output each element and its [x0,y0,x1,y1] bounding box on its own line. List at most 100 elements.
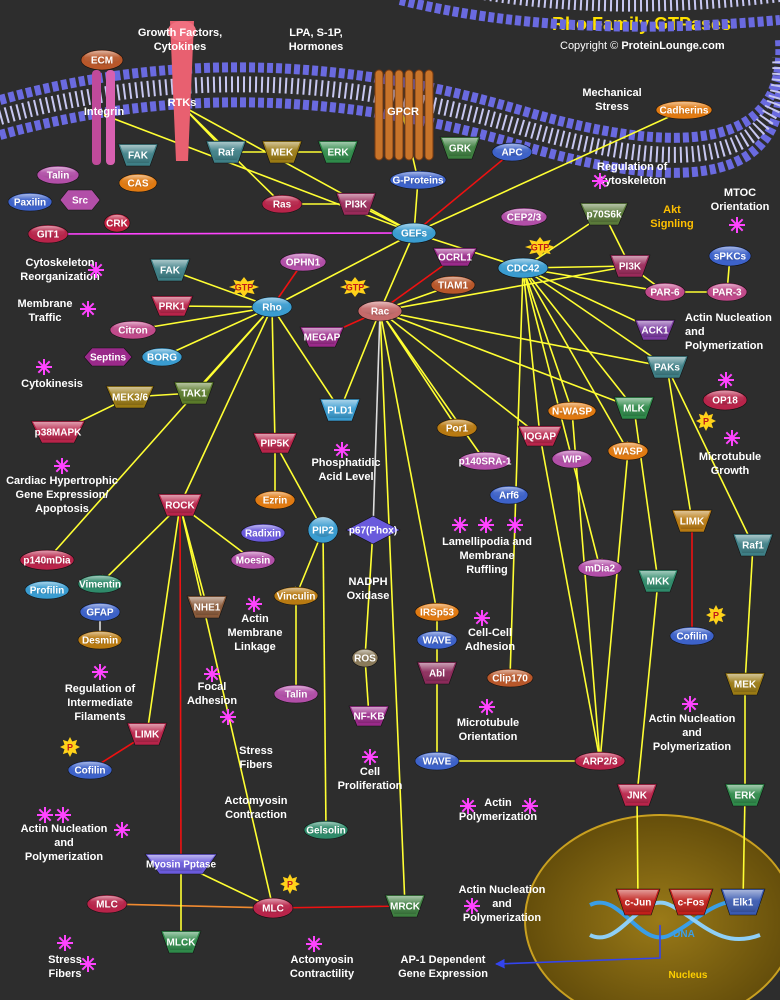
label-talin-mid: Talin [285,690,308,701]
edge-cdc42-to-ack1 [522,267,656,331]
outcome-line: Intermediate [67,697,132,709]
label-cep23: CEP2/3 [507,213,542,224]
node-p67phox: p67(Phox) [345,515,401,545]
outcome-line: Membrane [17,298,72,310]
edge-wasp-to-arp23 [595,450,629,762]
copyright-notice: Copyright © ProteinLounge.com [560,40,725,52]
node-pld1: PLD1 [319,398,361,422]
node-p38mapk: p38MAPK [30,420,86,444]
node-ocrl1: OCRL1 [432,247,478,267]
outcome-asterisk-icon [724,430,740,446]
p-badge-op18: P [696,411,716,431]
p-badge-cofilin-left-text: P [67,743,73,753]
edge-rho-to-rock [179,306,273,506]
node-paxilin: Paxilin [7,192,53,212]
node-cas: CAS [118,173,158,193]
label-pi3k-top: PI3K [345,200,368,211]
outcome-asterisk-icon [306,936,322,952]
label-integrin: Integrin [84,106,125,118]
edge-cdc42-to-iqgap [522,267,544,437]
label-grk: GRK [449,144,472,155]
outcome-line: Membrane [227,627,282,639]
outcome-line: Actin Nucleation [21,823,108,835]
label-mkk: MKK [647,577,671,588]
outcome-line: Gene Expression [398,968,488,980]
node-megap: MEGAP [299,326,345,348]
node-nfkb: NF-KB [348,705,390,727]
outcome-line: Stress [595,101,629,113]
outcome-line: Cytokinesis [21,378,83,390]
outcome-asterisk-icon [334,442,350,458]
p-badge-op18-text: P [703,417,709,427]
copyright-prefix: Copyright © [560,40,619,52]
node-rtks: RTKs [168,21,196,161]
label-cas: CAS [127,179,148,190]
node-spkcs: sPKCs [708,245,752,267]
outcome-line: Regulation of [597,161,668,173]
node-erk-right: ERK [724,783,766,807]
node-rho: Rho [251,296,293,318]
outcome-line: Polymerization [25,851,104,863]
outcome-asterisk-icon [37,807,53,823]
outcome-line: Stress [48,954,82,966]
label-citron: Citron [118,326,147,337]
label-rho: Rho [262,303,281,314]
node-op18: OP18 [702,389,748,411]
label-paxilin: Paxilin [14,198,46,209]
node-gefs: GEFs [391,222,437,244]
edge-rtks-to-gefs [181,105,415,234]
node-tiam1: TIAM1 [430,275,476,295]
outcome-line: Filaments [74,711,125,723]
outcome-line: Cardiac Hypertrophic [6,475,118,487]
edge-rac-to-iqgap [379,310,541,437]
node-mek36: MEK3/6 [105,385,155,409]
node-apc: APC [491,142,533,162]
outcome-asterisk-icon [479,699,495,715]
label-wip: WIP [563,455,582,466]
outcome-line: Cell-Cell [468,627,512,639]
node-prk1: PRK1 [150,295,194,317]
edge-cdc42-to-paks [522,267,668,368]
edge-iqgap-to-arp23 [539,435,604,762]
outcome-line: Polymerization [459,811,538,823]
edge-rho-to-borg [161,306,273,358]
label-wave2: WAVE [423,757,452,768]
node-src: Src [59,189,101,211]
edge-cdc42-to-par6 [522,267,666,296]
node-cfos: c-Fos [668,888,714,916]
node-myosin-pptase: Myosin Pptase [144,853,218,875]
label-cofilin-right: Cofilin [676,632,707,643]
label-pld1: PLD1 [327,406,353,417]
node-crk: CRK [103,213,131,233]
node-g-proteins: G-Proteins [389,170,447,190]
node-abl: Abl [416,661,458,685]
label-ros: ROS [354,654,376,665]
label-dna: DNA [673,929,695,940]
node-septins: Septins [83,347,133,367]
edge-gefs-to-rho [271,232,415,308]
outcome-line: Apoptosis [35,503,89,515]
label-mlck: MLCK [167,938,197,949]
node-p140mdia: p140mDia [19,549,75,571]
outcome-asterisk-icon [36,359,52,375]
node-elk1: Elk1 [720,888,766,916]
label-limk-right: LIMK [680,517,705,528]
outcome-line: Microtubule [457,717,519,729]
label-apc: APC [501,148,522,159]
outcome-line: Actomyosin [291,954,354,966]
edge-ap1-output [495,925,661,969]
label-ecm: ECM [91,56,113,67]
label-cjun: c-Jun [625,898,652,909]
label-mrck: MRCK [390,902,421,913]
outcome-line: Cytoskeleton [25,257,94,269]
label-vinculin: Vinculin [277,592,316,603]
edge-rho-to-p140mdia [46,306,273,561]
outcome-line: Akt [663,204,681,216]
